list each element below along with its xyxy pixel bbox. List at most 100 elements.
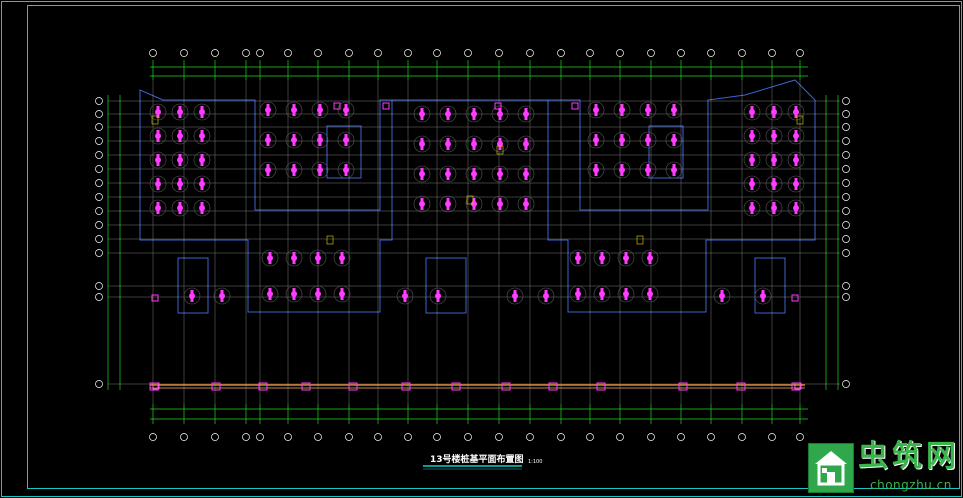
axis-bubble [738, 49, 746, 57]
axis-bubble [345, 49, 353, 57]
pile-ring [617, 285, 635, 303]
beam-pile [791, 382, 801, 391]
axis-bubble [707, 49, 715, 57]
drawing-title: 13号楼桩基平面布置图 [430, 453, 524, 465]
pile-ring [149, 151, 167, 169]
axis-bubble [404, 49, 412, 57]
axis-bubble [95, 151, 103, 159]
beam-pile [211, 382, 221, 391]
pile-ring [787, 199, 805, 217]
pile-ring [309, 249, 327, 267]
axis-bubble [842, 249, 850, 257]
pile-ring [587, 131, 605, 149]
pile-ring [639, 131, 657, 149]
pile-square [791, 294, 799, 302]
pile-ring [743, 103, 761, 121]
axis-bubble [95, 207, 103, 215]
pile-ring [171, 127, 189, 145]
beam-pile [501, 382, 511, 391]
axis-bubble [242, 433, 250, 441]
pile-ring [337, 161, 355, 179]
axis-bubble [647, 433, 655, 441]
axis-bubble [149, 49, 157, 57]
pile-ring [713, 287, 731, 305]
axis-bubble [95, 282, 103, 290]
axis-bubble [314, 433, 322, 441]
axis-bubble [842, 293, 850, 301]
pile-ring [506, 287, 524, 305]
axis-bubble [256, 433, 264, 441]
axis-bubble [842, 179, 850, 187]
beam-pile [401, 382, 411, 391]
pile-ring [149, 127, 167, 145]
pile-ring [439, 195, 457, 213]
pile-ring [743, 151, 761, 169]
axis-bubble [95, 165, 103, 173]
pile-ring [193, 199, 211, 217]
beam-pile [736, 382, 746, 391]
pile-ring [639, 161, 657, 179]
pile-ring [193, 175, 211, 193]
pile-ring [641, 285, 659, 303]
inner-frame [27, 5, 960, 489]
beam-pile [301, 382, 311, 391]
pile-ring [641, 249, 659, 267]
pile-ring [311, 101, 329, 119]
pile-ring [765, 175, 783, 193]
pile-ring [413, 165, 431, 183]
pile-ring [259, 161, 277, 179]
axis-bubble [842, 193, 850, 201]
pile-ring [465, 135, 483, 153]
yellow-marker [796, 115, 804, 125]
pile-ring [517, 135, 535, 153]
axis-bubble [180, 433, 188, 441]
pile-ring [171, 199, 189, 217]
pile-ring [439, 165, 457, 183]
axis-bubble [616, 49, 624, 57]
pile-ring [787, 175, 805, 193]
pile-ring [337, 101, 355, 119]
axis-bubble [495, 49, 503, 57]
axis-bubble [842, 165, 850, 173]
building-outline [139, 79, 816, 314]
pile-ring [149, 175, 167, 193]
pile-ring [569, 249, 587, 267]
axis-bubble [677, 433, 685, 441]
watermark-name: 虫筑网 [858, 439, 960, 474]
drawing-title-block: 13号楼桩基平面布置图 1:100 [423, 453, 542, 470]
pile-ring [333, 249, 351, 267]
pile-ring [193, 103, 211, 121]
pile-square [151, 294, 159, 302]
axis-bubble [526, 433, 534, 441]
bottom-dimension-chain [150, 404, 808, 424]
axis-bubble [842, 282, 850, 290]
pile-ring [665, 161, 683, 179]
beam-pile [451, 382, 461, 391]
pile-ring [193, 127, 211, 145]
axis-bubble [616, 433, 624, 441]
side-axis-bubbles [95, 97, 850, 388]
pile-ring [149, 199, 167, 217]
pile-square [382, 102, 390, 110]
axis-bubble [95, 293, 103, 301]
watermark-logo [808, 443, 854, 493]
axis-bubble [842, 137, 850, 145]
pile-ring [413, 135, 431, 153]
yellow-marker [151, 115, 159, 125]
axis-bubble [284, 433, 292, 441]
axis-bubble [314, 49, 322, 57]
top-axis-bubbles [149, 49, 804, 57]
pile-ring [613, 131, 631, 149]
stair-right [648, 125, 684, 179]
pile-ring [259, 101, 277, 119]
axis-bubble [842, 110, 850, 118]
pile-ring [765, 199, 783, 217]
pile-ring [396, 287, 414, 305]
pile-ring [765, 103, 783, 121]
axis-bubble [211, 49, 219, 57]
pile-ring [285, 101, 303, 119]
yellow-marker [636, 235, 644, 245]
beam-pile [548, 382, 558, 391]
pile-ring [171, 175, 189, 193]
axis-bubble [586, 49, 594, 57]
